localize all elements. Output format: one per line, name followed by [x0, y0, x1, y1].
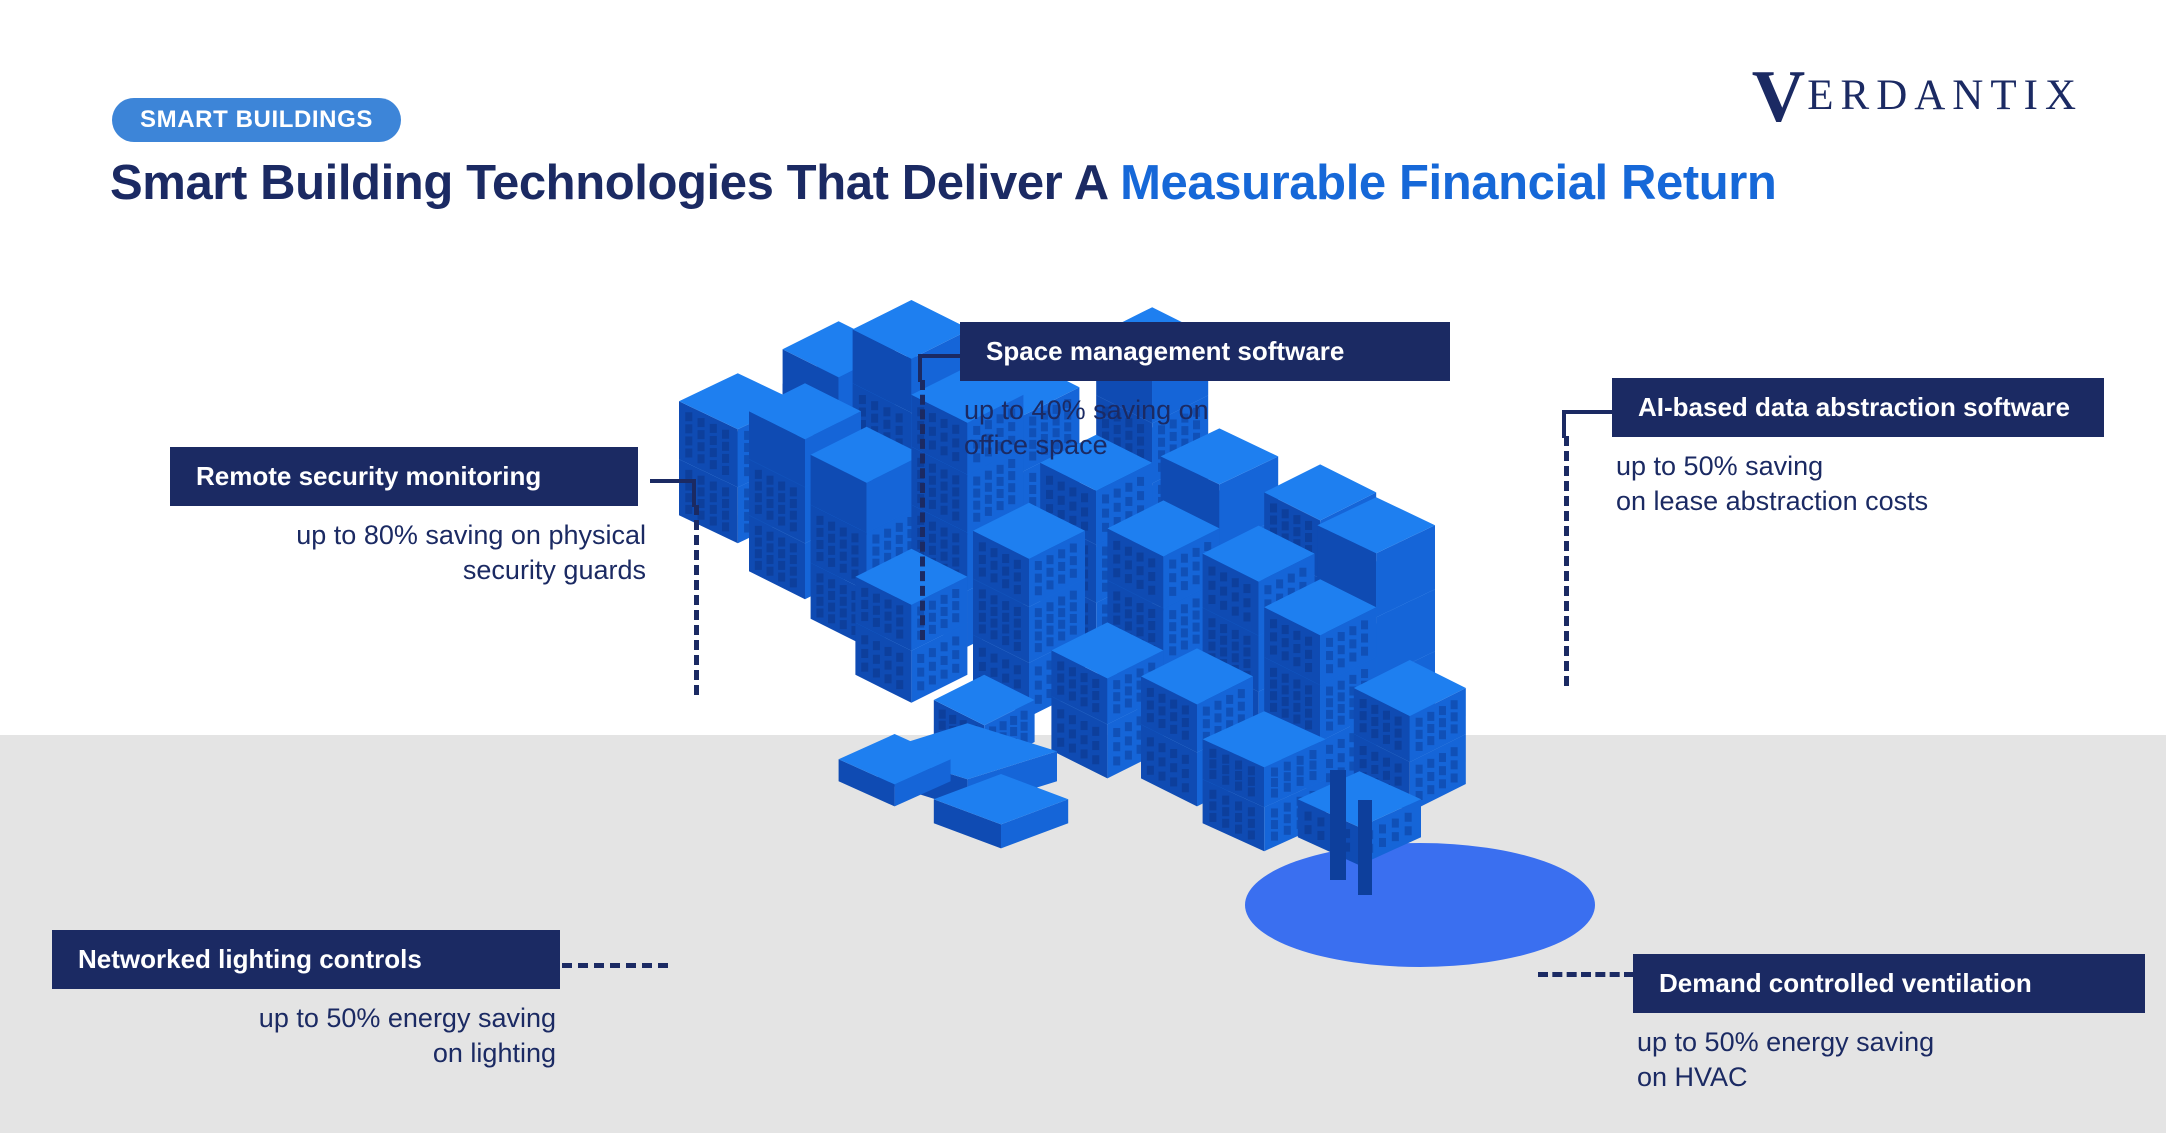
- callout-ventilation[interactable]: Demand controlled ventilation up to 50% …: [1633, 954, 2145, 1095]
- verdantix-logo: V ERDANTIX: [1751, 56, 2083, 138]
- building-18: [1051, 622, 1164, 779]
- category-badge: SMART BUILDINGS: [112, 98, 401, 142]
- building-22: [1202, 711, 1326, 852]
- logo-wordmark: ERDANTIX: [1807, 71, 2083, 119]
- logo-initial: V: [1751, 56, 1806, 138]
- callout-description: up to 80% saving on physical security gu…: [296, 519, 646, 585]
- chimney-0: [1330, 770, 1346, 880]
- callout-ai-abstraction[interactable]: AI-based data abstraction software up to…: [1612, 378, 2104, 519]
- callout-description: up to 50% saving on lease abstraction co…: [1616, 450, 1929, 516]
- callout-title: Networked lighting controls: [52, 930, 560, 989]
- page-title: Smart Building Technologies That Deliver…: [110, 155, 1777, 211]
- callout-description: up to 50% energy saving on lighting: [258, 1002, 556, 1068]
- category-badge-label: SMART BUILDINGS: [140, 106, 373, 133]
- plaza-block-1: [933, 774, 1069, 849]
- callout-remote-security[interactable]: Remote security monitoring up to 80% sav…: [170, 447, 650, 588]
- building-12: [855, 548, 968, 703]
- callout-description: up to 40% saving on office space: [964, 394, 1209, 460]
- chimney-1: [1358, 800, 1372, 895]
- callout-title: AI-based data abstraction software: [1612, 378, 2104, 437]
- callout-description: up to 50% energy saving on HVAC: [1637, 1026, 1935, 1092]
- plaza-block-2: [838, 734, 951, 807]
- callout-title: Space management software: [960, 322, 1450, 381]
- callout-lighting[interactable]: Networked lighting controls up to 50% en…: [52, 930, 560, 1071]
- page-title-main: Smart Building Technologies That Deliver…: [110, 156, 1121, 210]
- callout-title: Demand controlled ventilation: [1633, 954, 2145, 1013]
- callout-space-management[interactable]: Space management software up to 40% savi…: [960, 322, 1450, 463]
- page-title-accent: Measurable Financial Return: [1120, 156, 1777, 210]
- callout-title: Remote security monitoring: [170, 447, 638, 506]
